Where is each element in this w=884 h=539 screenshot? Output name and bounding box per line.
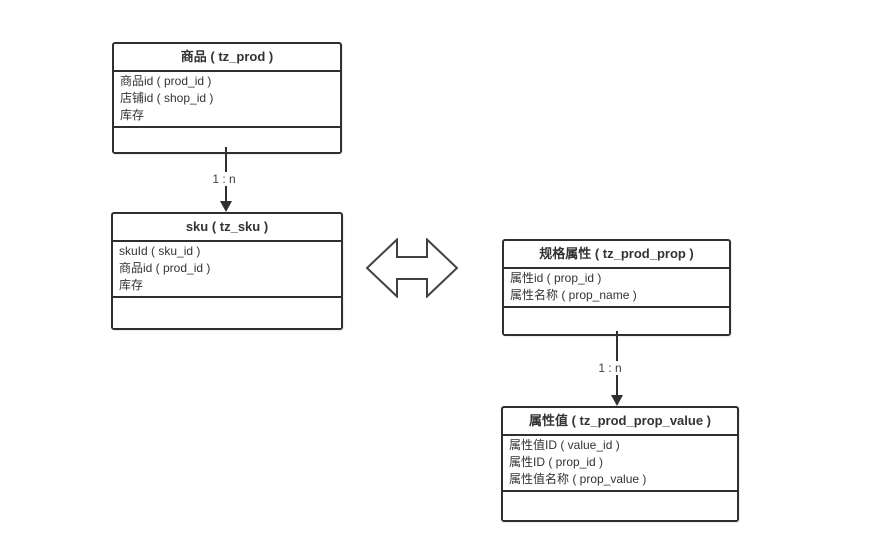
field-row: 属性值ID ( value_id ) [509, 438, 620, 452]
field-row: 属性值名称 ( prop_value ) [509, 472, 647, 486]
entity-table-empty-section [503, 492, 737, 520]
arrow-down-icon [220, 201, 232, 212]
arrow-down-icon [611, 395, 623, 406]
entity-table-empty-section [114, 128, 340, 152]
relation-cardinality-label: 1 : n [596, 361, 624, 375]
entity-table-sku: sku ( tz_sku ) skuId ( sku_id ) 商品id ( p… [111, 212, 343, 330]
entity-table-title: sku ( tz_sku ) [113, 214, 341, 242]
entity-table-title: 规格属性 ( tz_prod_prop ) [504, 241, 729, 269]
entity-table-fields: 属性id ( prop_id ) 属性名称 ( prop_name ) [504, 269, 729, 308]
field-row: 属性ID ( prop_id ) [509, 455, 604, 469]
entity-table-fields: skuId ( sku_id ) 商品id ( prod_id ) 库存 [113, 242, 341, 298]
field-row: 商品id ( prod_id ) [120, 74, 212, 88]
field-row: 店铺id ( shop_id ) [120, 91, 214, 105]
double-arrow-icon [366, 238, 458, 298]
field-row: 库存 [119, 278, 144, 292]
entity-table-title: 商品 ( tz_prod ) [114, 44, 340, 72]
entity-table-empty-section [504, 308, 729, 334]
field-row: 商品id ( prod_id ) [119, 261, 211, 275]
entity-table-prop-value: 属性值 ( tz_prod_prop_value ) 属性值ID ( value… [501, 406, 739, 522]
field-row: 属性id ( prop_id ) [510, 271, 602, 285]
entity-table-prod-prop: 规格属性 ( tz_prod_prop ) 属性id ( prop_id ) 属… [502, 239, 731, 336]
entity-table-prod: 商品 ( tz_prod ) 商品id ( prod_id ) 店铺id ( s… [112, 42, 342, 154]
entity-table-empty-section [113, 298, 341, 328]
field-row: 库存 [120, 108, 145, 122]
relation-cardinality-label: 1 : n [210, 172, 238, 186]
field-row: skuId ( sku_id ) [119, 244, 201, 258]
field-row: 属性名称 ( prop_name ) [510, 288, 637, 302]
entity-table-fields: 商品id ( prod_id ) 店铺id ( shop_id ) 库存 [114, 72, 340, 128]
entity-table-fields: 属性值ID ( value_id ) 属性ID ( prop_id ) 属性值名… [503, 436, 737, 492]
entity-table-title: 属性值 ( tz_prod_prop_value ) [503, 408, 737, 436]
